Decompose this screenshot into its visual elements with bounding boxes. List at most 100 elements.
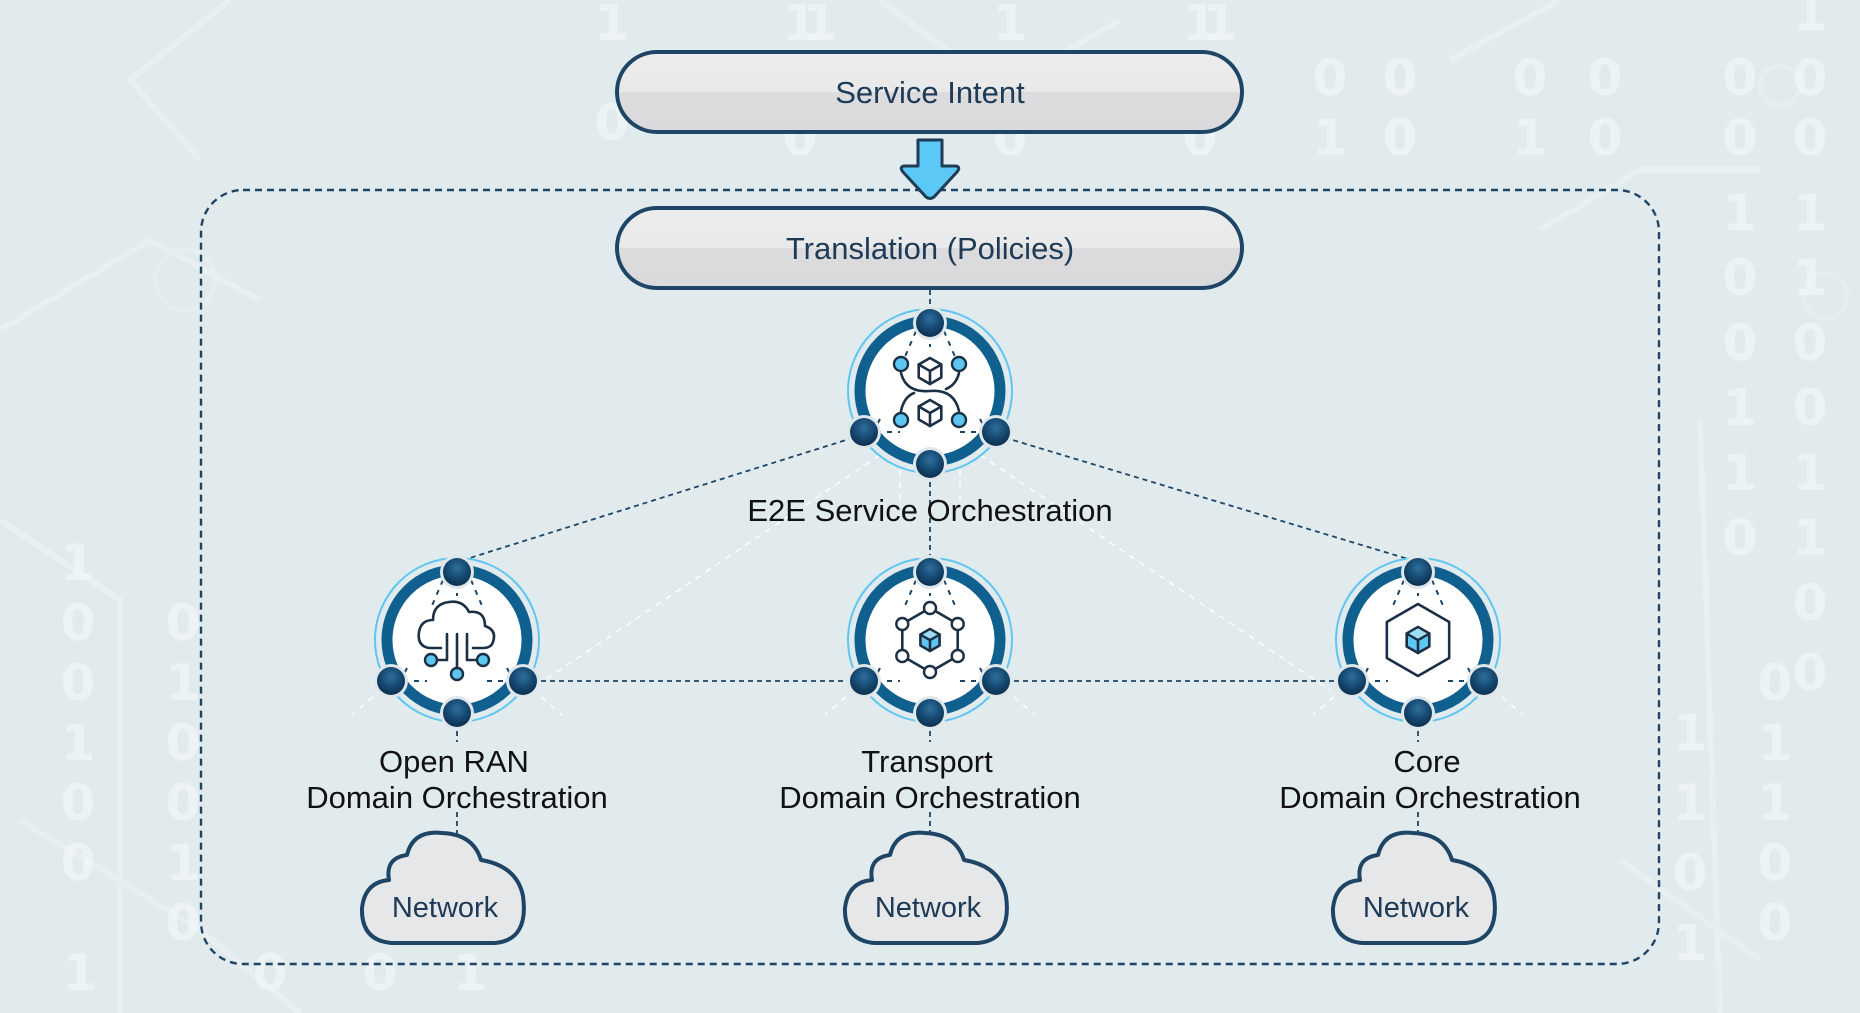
circuit-line bbox=[465, 632, 479, 662]
open-ran-network-cloud[interactable]: Network bbox=[359, 830, 526, 945]
network-label: Network bbox=[875, 892, 982, 924]
port-dot[interactable] bbox=[916, 699, 944, 727]
background-digit: 0 bbox=[1723, 249, 1758, 307]
flow-node bbox=[892, 355, 910, 373]
port-dot[interactable] bbox=[1404, 699, 1432, 727]
node-spoke bbox=[903, 330, 917, 360]
background-digit: 1 bbox=[1793, 184, 1828, 242]
port-dot[interactable] bbox=[443, 558, 471, 586]
background-digit: 0 bbox=[1313, 49, 1348, 107]
node-spoke bbox=[470, 579, 484, 609]
network-node bbox=[895, 648, 910, 664]
node-spoke bbox=[943, 330, 957, 360]
port-dot[interactable] bbox=[916, 309, 944, 337]
background-digit: 1 bbox=[1673, 774, 1708, 832]
port-dot[interactable] bbox=[850, 667, 878, 695]
flow-node bbox=[892, 411, 910, 429]
background-digit: 0 bbox=[1793, 574, 1828, 632]
transport-network-cloud[interactable]: Network bbox=[842, 830, 1009, 945]
connector-e2e-core bbox=[995, 434, 1419, 563]
port-dot[interactable] bbox=[377, 667, 405, 695]
port-dot[interactable] bbox=[916, 450, 944, 478]
network-node bbox=[922, 664, 938, 680]
background-digit: 0 bbox=[61, 774, 96, 832]
background-digit: 1 bbox=[1513, 109, 1548, 167]
connectors bbox=[351, 290, 1524, 835]
network-node bbox=[922, 600, 938, 616]
open-ran-domain-node[interactable] bbox=[374, 555, 540, 730]
orchestration-cubes-icon bbox=[892, 355, 968, 429]
network-node bbox=[950, 616, 965, 632]
background-digit: 0 bbox=[166, 714, 201, 772]
port-dot[interactable] bbox=[916, 558, 944, 586]
domain-label-line1: Core bbox=[1393, 744, 1460, 779]
port-dot[interactable] bbox=[1338, 667, 1366, 695]
e2e-orchestration-node[interactable] bbox=[847, 306, 1013, 481]
background-digit: 1 bbox=[166, 834, 201, 892]
transport-domain-node[interactable] bbox=[847, 555, 1013, 730]
circuit-node bbox=[475, 652, 491, 668]
background-digit: 1 bbox=[1758, 714, 1793, 772]
port-dot[interactable] bbox=[982, 418, 1010, 446]
core-network-cloud[interactable]: Network bbox=[1330, 830, 1497, 945]
port-dot[interactable] bbox=[1404, 558, 1432, 586]
network-node bbox=[950, 648, 965, 664]
node-spoke bbox=[903, 579, 917, 609]
background-digit: 0 bbox=[1383, 49, 1418, 107]
light-beam bbox=[979, 454, 1331, 691]
background-digit: 0 bbox=[1383, 109, 1418, 167]
service-intent-box[interactable]: Service Intent bbox=[615, 50, 1244, 134]
domain-label-line2: Domain Orchestration bbox=[1279, 780, 1581, 815]
translation-policies-box[interactable]: Translation (Policies) bbox=[615, 206, 1244, 290]
background-digit: 0 bbox=[1793, 314, 1828, 372]
background-digit: 0 bbox=[363, 944, 398, 1002]
background-digit: 0 bbox=[1513, 49, 1548, 107]
port-dot[interactable] bbox=[443, 699, 471, 727]
cloud-shape bbox=[1330, 830, 1497, 945]
background-digit: 0 bbox=[1723, 314, 1758, 372]
cube-top bbox=[919, 627, 941, 642]
light-beam bbox=[995, 680, 1036, 716]
background-digit: 1 bbox=[1793, 444, 1828, 502]
background-digit: 1 bbox=[1203, 0, 1238, 52]
port-dot[interactable] bbox=[982, 667, 1010, 695]
background-digit: 1 bbox=[595, 0, 630, 52]
background-digit: 0 bbox=[1793, 379, 1828, 437]
node-spoke bbox=[430, 579, 444, 609]
cube-edges bbox=[917, 405, 943, 428]
background-digit: 1 bbox=[1723, 184, 1758, 242]
background-digit: 1 bbox=[993, 0, 1028, 52]
flow-curve bbox=[944, 371, 961, 391]
circuit-line bbox=[435, 632, 449, 662]
background-digit: 1 bbox=[1793, 509, 1828, 567]
port-dot[interactable] bbox=[1470, 667, 1498, 695]
flow-curve bbox=[899, 391, 916, 413]
domain-label-line2: Domain Orchestration bbox=[306, 780, 608, 815]
hexagon-outline bbox=[1385, 602, 1451, 678]
background-digit: 0 bbox=[253, 944, 288, 1002]
port-dot[interactable] bbox=[850, 418, 878, 446]
background-digit: 0 bbox=[1758, 654, 1793, 712]
background-digit: 1 bbox=[783, 0, 818, 52]
background-digit: 1 bbox=[1793, 0, 1828, 42]
core-domain-node[interactable] bbox=[1335, 555, 1501, 730]
background-digit: 0 bbox=[61, 654, 96, 712]
background-digit: 0 bbox=[1723, 509, 1758, 567]
node-spoke bbox=[1391, 579, 1405, 609]
port-dot[interactable] bbox=[509, 667, 537, 695]
background-digit: 1 bbox=[803, 0, 838, 52]
background-digit: 1 bbox=[1793, 249, 1828, 307]
e2e-orchestration-label: E2E Service Orchestration bbox=[747, 493, 1112, 528]
cube-top bbox=[1405, 625, 1431, 642]
background-digit: 1 bbox=[61, 714, 96, 772]
light-beam bbox=[522, 680, 563, 716]
background-digit: 0 bbox=[61, 834, 96, 892]
background-digit: 0 bbox=[1758, 894, 1793, 952]
background-digit: 1 bbox=[1673, 914, 1708, 972]
background-digit: 0 bbox=[1723, 49, 1758, 107]
background-digit: 1 bbox=[1723, 444, 1758, 502]
background-digit: 0 bbox=[1588, 109, 1623, 167]
network-label: Network bbox=[1363, 892, 1470, 924]
background-digit: 0 bbox=[1588, 49, 1623, 107]
